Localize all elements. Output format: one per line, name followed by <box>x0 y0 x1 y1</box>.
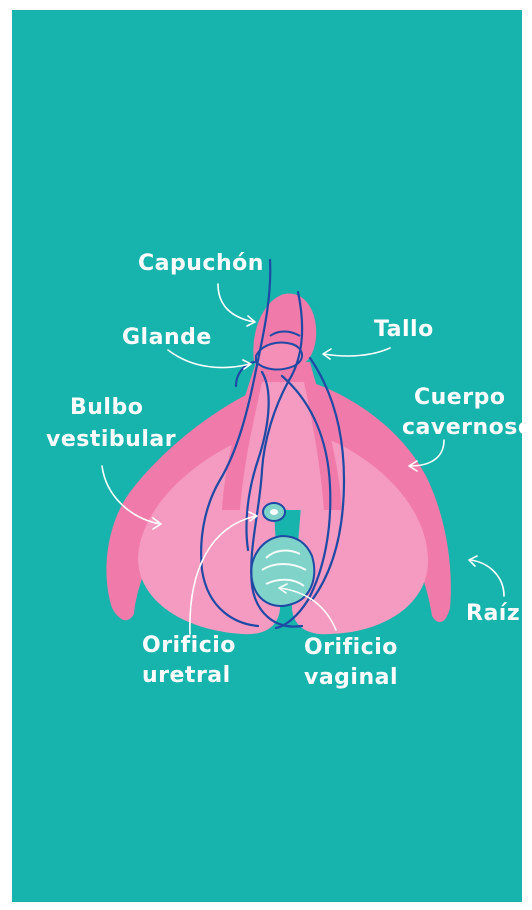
anatomy-diagram: Capuchón Glande Tallo Bulbo vestibular C… <box>12 10 522 902</box>
label-cuerpo-line2: cavernoso <box>402 415 522 440</box>
label-orificio-uretral-line1: Orificio <box>142 633 236 658</box>
label-cuerpo-line1: Cuerpo <box>414 385 505 410</box>
label-tallo: Tallo <box>374 317 434 342</box>
label-orificio-uretral-line2: uretral <box>142 663 231 688</box>
label-bulbo-line1: Bulbo <box>70 395 143 420</box>
label-raiz: Raíz <box>466 601 520 626</box>
label-capuchon: Capuchón <box>138 251 264 276</box>
urethral-opening-inner <box>270 509 278 515</box>
label-orificio-vaginal-line1: Orificio <box>304 635 398 660</box>
diagram-panel: Capuchón Glande Tallo Bulbo vestibular C… <box>12 10 522 902</box>
label-glande: Glande <box>122 325 212 350</box>
label-orificio-vaginal-line2: vaginal <box>304 665 398 690</box>
label-bulbo-line2: vestibular <box>46 427 176 452</box>
